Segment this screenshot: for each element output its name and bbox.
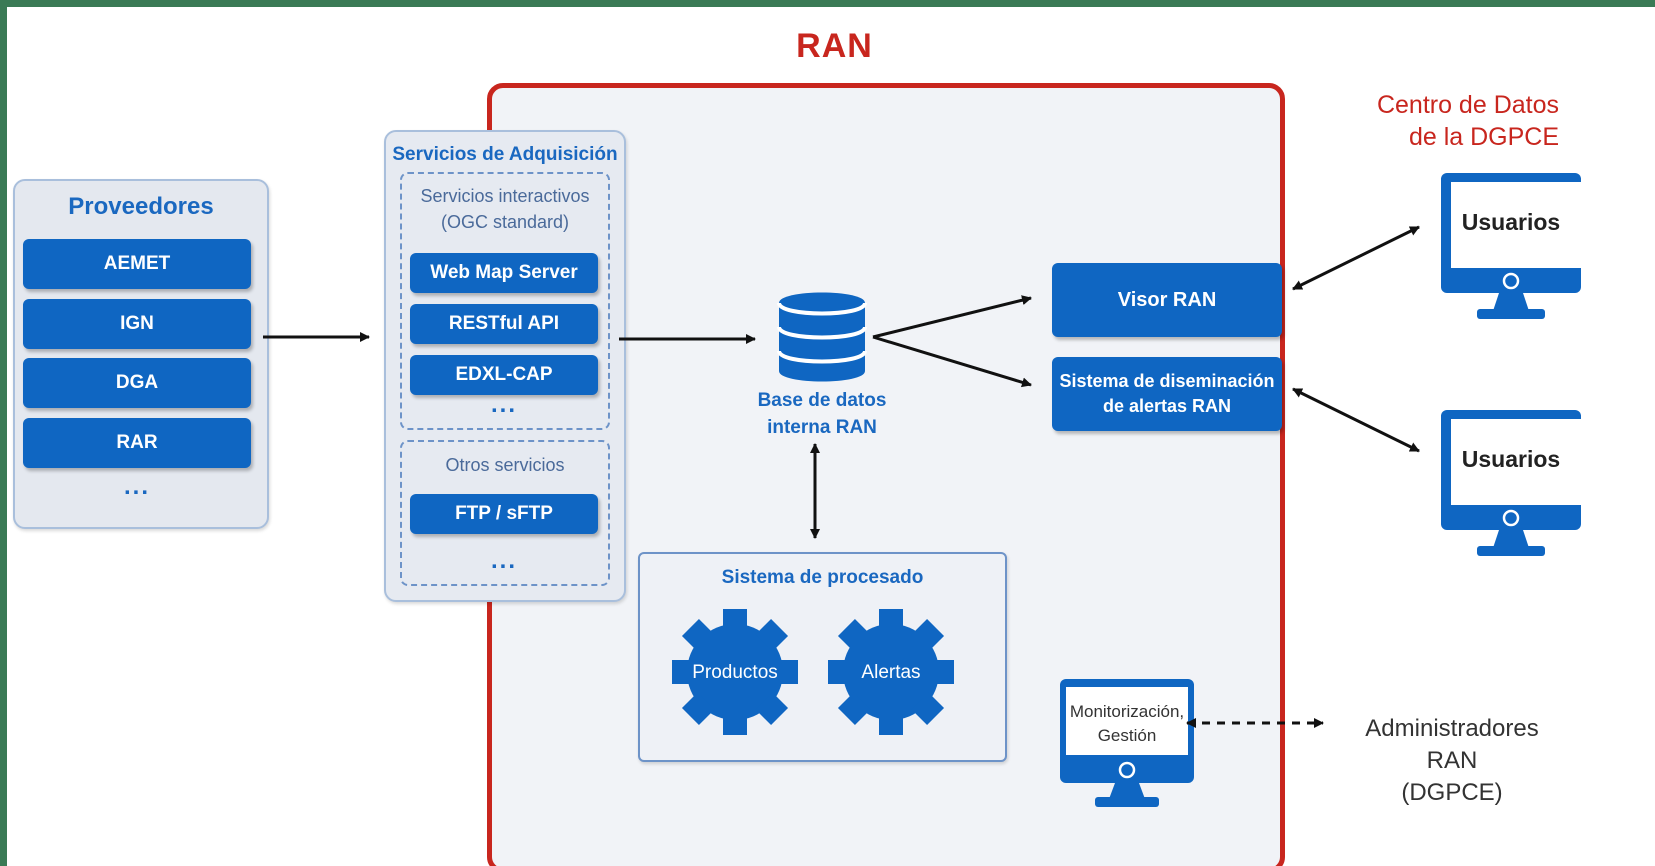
monitor-line1: Monitorización, bbox=[1069, 702, 1185, 721]
proveedores-more: ... bbox=[123, 473, 150, 500]
proveedor-ign[interactable]: IGN bbox=[23, 299, 251, 349]
monitor-icon-usuarios-1 bbox=[1441, 173, 1581, 319]
ftp-sftp-button[interactable]: FTP / sFTP bbox=[410, 494, 598, 534]
database-label-line1: Base de datos bbox=[757, 390, 887, 411]
restful-api-button[interactable]: RESTful API bbox=[410, 304, 598, 344]
interactive-more: ... bbox=[490, 391, 517, 418]
interactive-services-group: Servicios interactivos (OGC standard) bbox=[400, 172, 610, 430]
database-label-line2: interna RAN bbox=[767, 417, 877, 438]
monitor-line2: Gestión bbox=[1097, 726, 1157, 745]
gear-icon-alertas[interactable] bbox=[826, 607, 956, 737]
proveedor-aemet[interactable]: AEMET bbox=[23, 239, 251, 289]
datacenter-label-line2: de la DGPCE bbox=[1408, 123, 1559, 151]
proveedores-panel: Proveedores bbox=[13, 179, 269, 529]
otros-more: ... bbox=[490, 547, 517, 574]
monitor-icon-usuarios-2 bbox=[1441, 410, 1581, 556]
usuarios-label-2: Usuarios bbox=[1461, 446, 1561, 472]
monitor-gestion-label: Monitorización, Gestión bbox=[1062, 700, 1192, 748]
proveedor-dga[interactable]: DGA bbox=[23, 358, 251, 408]
gear-label-productos: Productos bbox=[692, 662, 778, 683]
proveedor-rar[interactable]: RAR bbox=[23, 418, 251, 468]
datacenter-label-line1: Centro de Datos bbox=[1376, 91, 1559, 119]
monitor-icon-gestion[interactable] bbox=[1060, 679, 1194, 809]
interactive-services-label: Servicios interactivos (OGC standard) bbox=[402, 183, 608, 235]
interactive-line1: Servicios interactivos bbox=[420, 186, 590, 206]
arrow-visor-usuarios bbox=[1292, 225, 1420, 291]
admin-line2: (DGPCE) bbox=[1401, 779, 1503, 806]
adquisicion-title: Servicios de Adquisición bbox=[392, 144, 618, 165]
diagram-title: RAN bbox=[796, 27, 873, 65]
web-map-server-button[interactable]: Web Map Server bbox=[410, 253, 598, 293]
gear-label-alertas: Alertas bbox=[861, 662, 921, 683]
edxl-cap-button[interactable]: EDXL-CAP bbox=[410, 355, 598, 395]
admin-line1: Administradores RAN bbox=[1365, 715, 1539, 774]
arrow-database-to-diseminacion bbox=[872, 335, 1032, 388]
datacenter-label: Centro de Datos de la DGPCE bbox=[1377, 89, 1559, 153]
procesado-title: Sistema de procesado bbox=[721, 567, 924, 588]
database-label: Base de datos interna RAN bbox=[742, 387, 902, 441]
arrows-layer bbox=[263, 225, 1420, 728]
administradores-label: Administradores RAN (DGPCE) bbox=[1337, 713, 1567, 809]
gear-icon-productos[interactable] bbox=[670, 607, 800, 737]
diseminacion-button[interactable]: Sistema de diseminación de alertas RAN bbox=[1052, 357, 1282, 431]
arrow-diseminacion-usuarios bbox=[1292, 387, 1420, 453]
diseminacion-line1: Sistema de diseminación bbox=[1059, 371, 1275, 391]
visor-ran-button[interactable]: Visor RAN bbox=[1052, 263, 1282, 337]
otros-services-group: Otros servicios bbox=[400, 440, 610, 586]
otros-label: Otros servicios bbox=[445, 455, 565, 475]
proveedores-title: Proveedores bbox=[68, 193, 214, 220]
arrow-database-to-visor bbox=[872, 295, 1032, 339]
usuarios-label-1: Usuarios bbox=[1461, 209, 1561, 235]
diseminacion-line2: de alertas RAN bbox=[1102, 396, 1232, 416]
interactive-line2: (OGC standard) bbox=[440, 212, 570, 232]
database-icon bbox=[777, 292, 867, 382]
